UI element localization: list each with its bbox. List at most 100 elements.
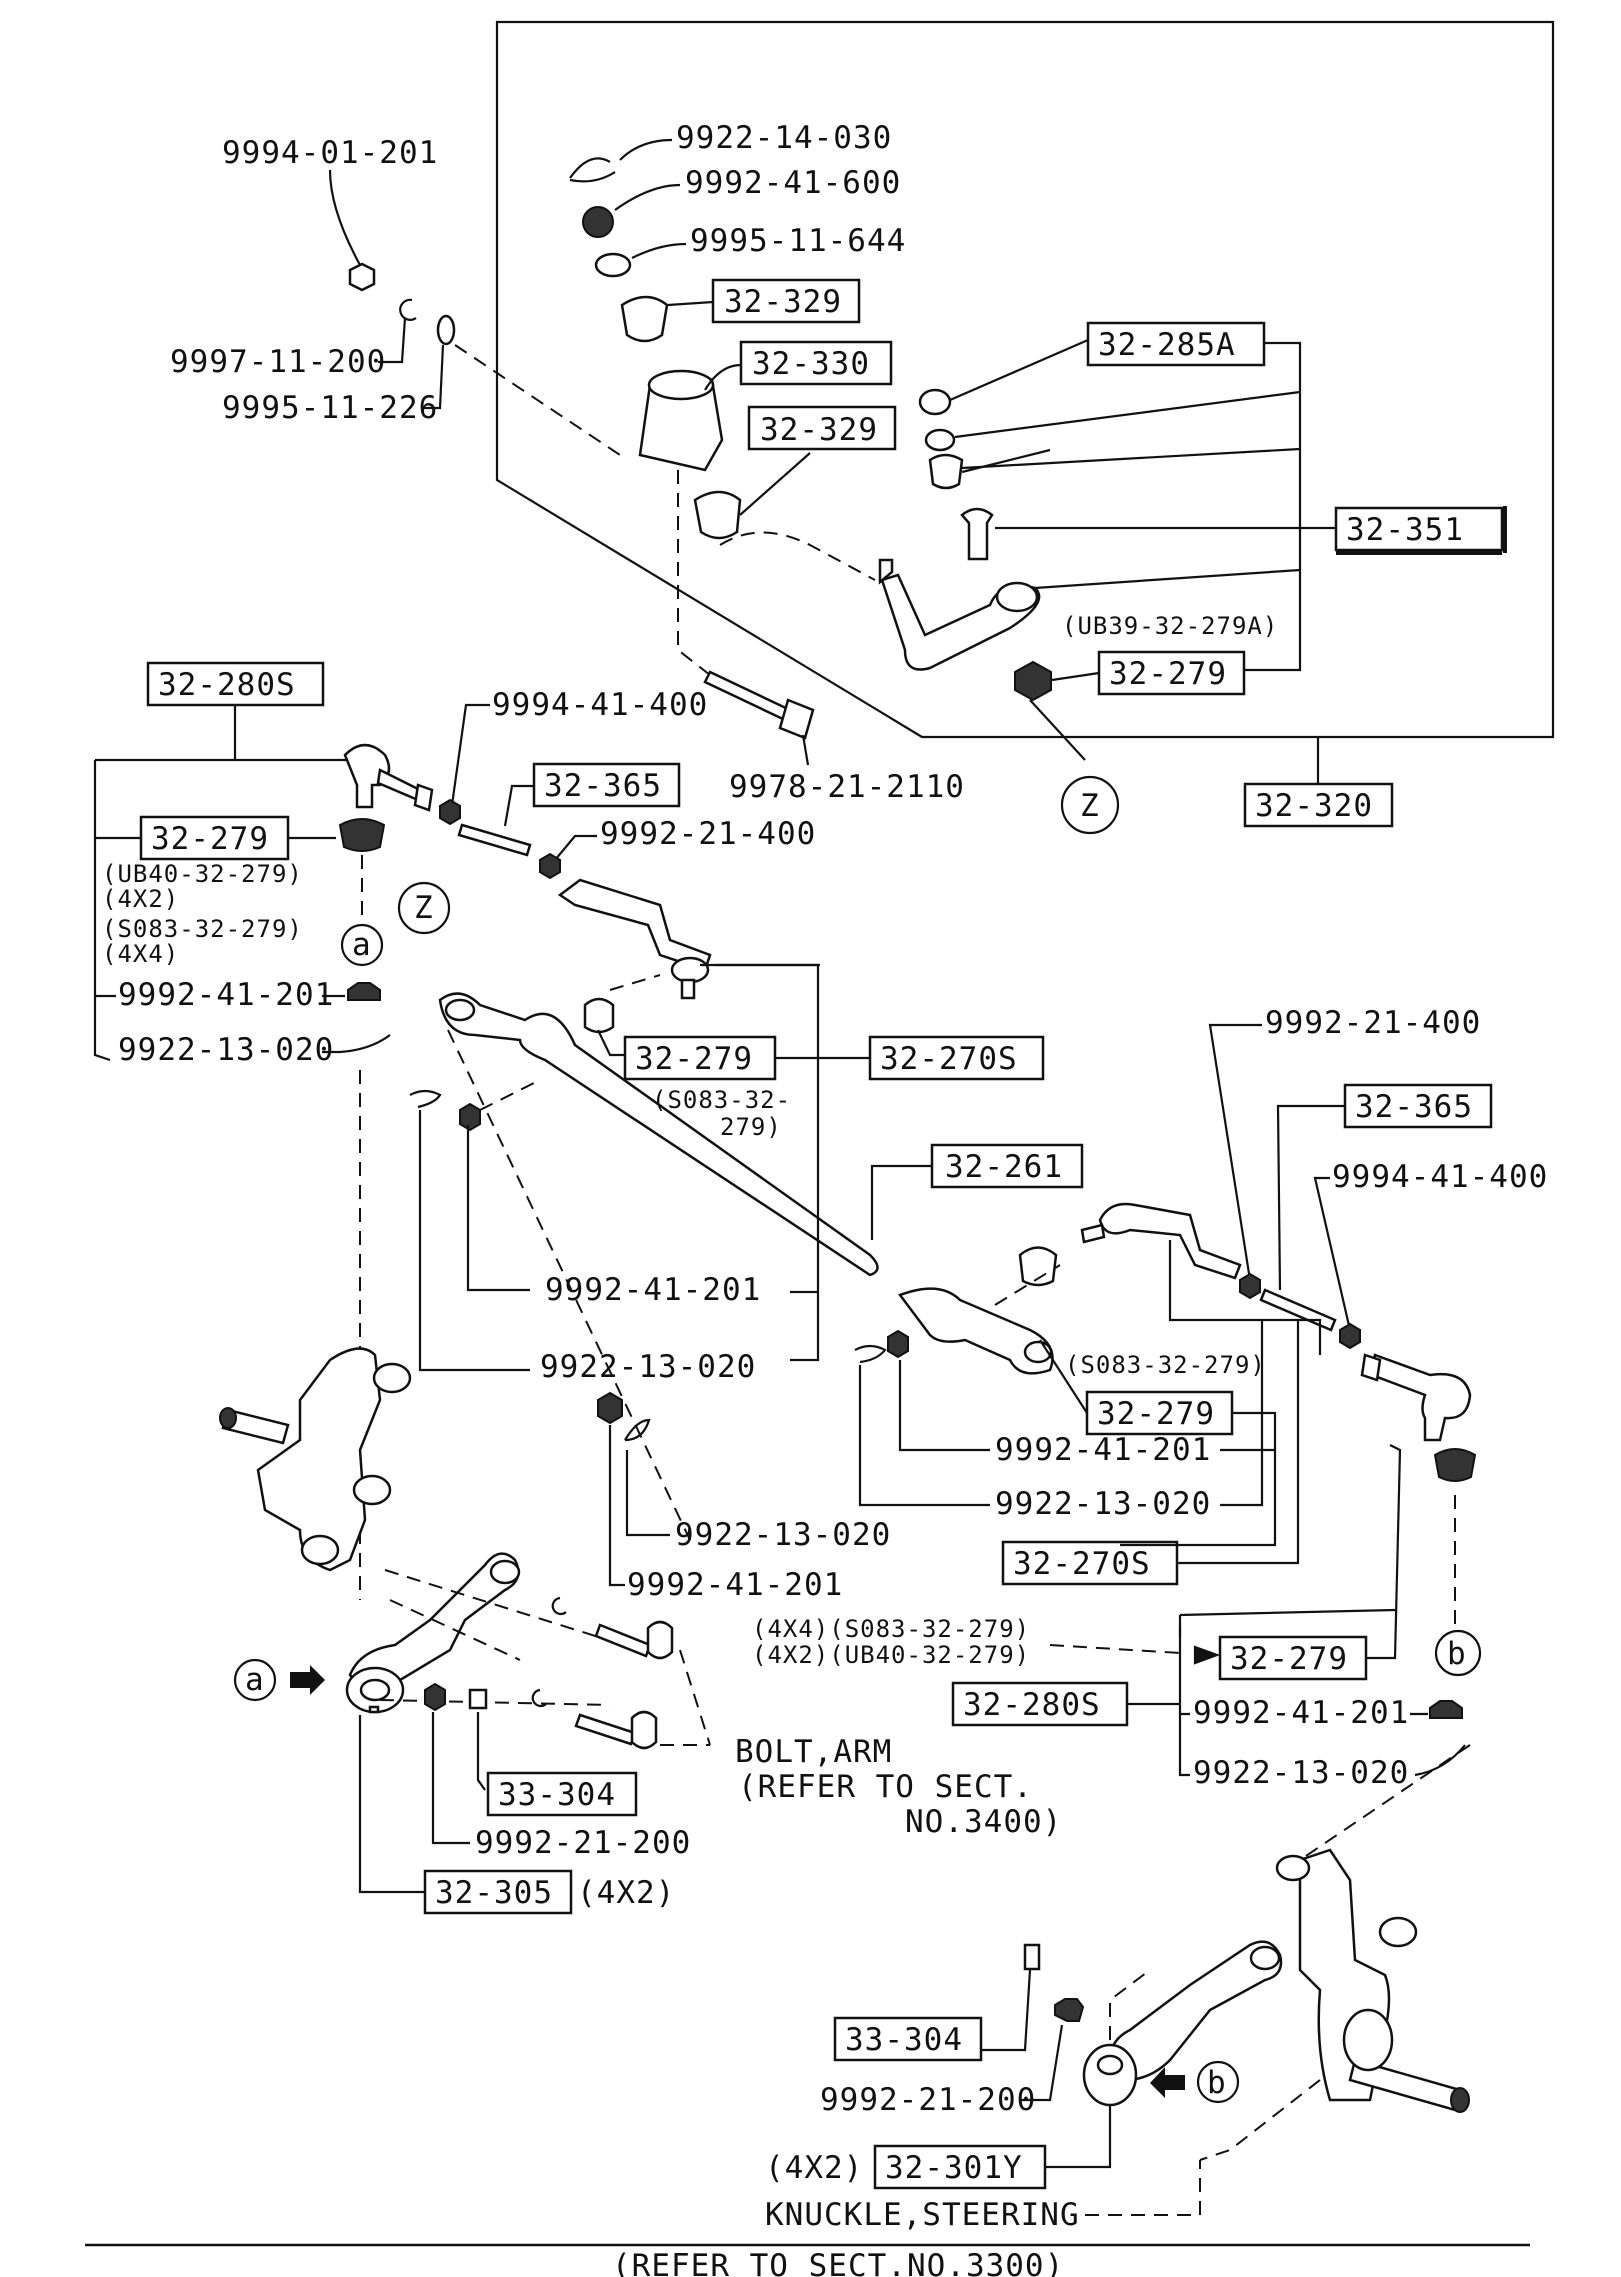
- nut-9994-41-400-left: [439, 798, 461, 826]
- label-32-279-center: 32-279: [635, 1041, 753, 1077]
- nut-9992-21-200-right: [1054, 1998, 1085, 2022]
- label-9992-21-200-left: 9992-21-200: [475, 1825, 691, 1861]
- ref-circle-b-lower: [1196, 2060, 1240, 2104]
- seal-32-285A-2: [924, 428, 956, 452]
- note-s083-center-1: (S083-32-: [652, 1086, 791, 1114]
- cotter-pin-9922-13-020-low: [624, 1418, 651, 1442]
- label-9992-41-201-lower: 9992-41-201: [1193, 1695, 1409, 1731]
- label-a-left: a: [245, 1662, 265, 1698]
- ref-circle-a-left: [233, 1658, 277, 1702]
- cotter-pin-right-center: [854, 1344, 887, 1364]
- label-9922-13-020-center: 9922-13-020: [540, 1349, 756, 1385]
- label-32-279-left: 32-279: [151, 821, 269, 857]
- label-9922-13-020-left: 9922-13-020: [118, 1032, 334, 1068]
- tie-rod-end-right: [1370, 1353, 1472, 1442]
- lock-washer-arm-2: [531, 1688, 547, 1707]
- ref-circle-z-top: [1060, 775, 1120, 835]
- label-9992-21-400-right: 9992-21-400: [1265, 1005, 1481, 1041]
- box-32-270S-top: [868, 1035, 1045, 1081]
- label-9994-01-201: 9994-01-201: [222, 135, 438, 171]
- label-a-top: a: [352, 927, 372, 963]
- box-33-304-left: [486, 1771, 638, 1817]
- label-32-270S-top: 32-270S: [880, 1041, 1018, 1077]
- center-link-end-right: [897, 1287, 1054, 1375]
- nut-9994-01-201: [348, 262, 376, 292]
- clip-9997-11-200: [399, 298, 417, 321]
- label-32-305: 32-305: [435, 1875, 553, 1911]
- box-32-329-top: [711, 278, 861, 324]
- cotter-pin-left-center: [409, 1089, 442, 1109]
- lock-washer-arm-1: [551, 1596, 567, 1615]
- label-refer-3300: (REFER TO SECT.NO.3300): [612, 2248, 1064, 2277]
- note-4x2-left: (4X2): [102, 885, 179, 913]
- box-33-304-right: [833, 2016, 983, 2062]
- label-9992-21-200-right: 9992-21-200: [820, 2082, 1036, 2118]
- note-4x4-s083: (4X4)(S083-32-279): [752, 1615, 1030, 1643]
- label-refer-3400-a: (REFER TO SECT.: [738, 1769, 1033, 1805]
- label-z-top: Z: [1080, 788, 1100, 824]
- ref-circle-b-right: [1434, 1629, 1482, 1677]
- stud-33-304-left: [468, 1688, 488, 1710]
- label-knuckle-steering: KNUCKLE,STEERING: [765, 2197, 1080, 2233]
- bolt-9978-21-2110: [703, 670, 792, 722]
- label-32-279-right: 32-279: [1097, 1396, 1215, 1432]
- seal-32-285A-1: [918, 388, 952, 416]
- label-9978-21-2110: 9978-21-2110: [729, 769, 965, 805]
- center-link-32-261: [438, 992, 879, 1277]
- label-9992-41-201-left: 9992-41-201: [118, 977, 334, 1013]
- seal-32-279-left: [338, 818, 386, 852]
- label-32-365-left: 32-365: [544, 768, 662, 804]
- label-32-270S-bottom: 32-270S: [1013, 1546, 1151, 1582]
- box-32-305: [423, 1869, 573, 1915]
- note-4x2-ub40: (4X2)(UB40-32-279): [752, 1641, 1030, 1669]
- note-4x2-32-305: (4X2): [577, 1875, 675, 1911]
- idler-assembly-frame: [495, 20, 1555, 739]
- note-4x4-left: (4X4): [102, 940, 179, 968]
- label-32-279-lower: 32-279: [1230, 1641, 1348, 1677]
- label-33-304-right: 33-304: [845, 2022, 963, 2058]
- label-9922-13-020-right: 9922-13-020: [995, 1486, 1211, 1522]
- bushing-32-329-mid: [693, 490, 742, 540]
- nut-9992-21-200-left: [424, 1682, 446, 1712]
- label-9992-41-201-center: 9992-41-201: [545, 1272, 761, 1308]
- washer-9995-11-644: [594, 252, 632, 278]
- label-32-365-right: 32-365: [1355, 1089, 1473, 1125]
- adjusting-bolt-32-365-left: [457, 823, 532, 857]
- ref-circle-a-top: [340, 923, 384, 967]
- note-ub40-left: (UB40-32-279): [102, 860, 303, 888]
- label-9992-41-201-right: 9992-41-201: [995, 1432, 1211, 1468]
- label-9992-41-201-low: 9992-41-201: [627, 1567, 843, 1603]
- label-32-279-idler: 32-279: [1109, 656, 1227, 692]
- label-33-304-left: 33-304: [498, 1777, 616, 1813]
- washer-9995-11-226: [436, 314, 456, 346]
- nut-left-center: [459, 1102, 481, 1132]
- label-9994-41-400-right: 9994-41-400: [1332, 1159, 1548, 1195]
- tie-rod-end-left: [343, 743, 391, 809]
- bolt-32-351: [960, 507, 994, 561]
- castle-nut-9992-41-600: [582, 206, 614, 238]
- label-32-329-mid: 32-329: [760, 412, 878, 448]
- boot-right: [1018, 1246, 1058, 1287]
- cotter-pin-9922-14-030: [569, 157, 616, 183]
- label-b-right: b: [1447, 1636, 1467, 1672]
- steering-arm-32-301Y: [1108, 1940, 1283, 2082]
- label-z-mid: Z: [414, 890, 434, 926]
- nut-32-279-idler: [1014, 660, 1052, 702]
- nut-9992-41-201-left: [347, 982, 381, 1001]
- label-32-330: 32-330: [752, 346, 870, 382]
- label-9922-13-020-low: 9922-13-020: [675, 1517, 891, 1553]
- bushing-32-329-top: [620, 295, 669, 343]
- label-32-280S-left: 32-280S: [158, 667, 296, 703]
- note-s083-right: (S083-32-279): [1065, 1351, 1266, 1379]
- nut-9992-41-201-lower: [1429, 1700, 1463, 1719]
- tie-rod-right: [1098, 1202, 1242, 1280]
- stud-33-304-right: [1023, 1943, 1041, 1971]
- nut-9994-41-400-right: [1339, 1322, 1361, 1350]
- label-bolt-arm: BOLT,ARM: [735, 1734, 892, 1770]
- label-9995-11-644: 9995-11-644: [690, 223, 906, 259]
- label-32-329-top: 32-329: [724, 284, 842, 320]
- box-32-329-mid: [747, 405, 897, 451]
- drag-link: [557, 878, 712, 972]
- nut-9992-21-400-right: [1239, 1272, 1261, 1300]
